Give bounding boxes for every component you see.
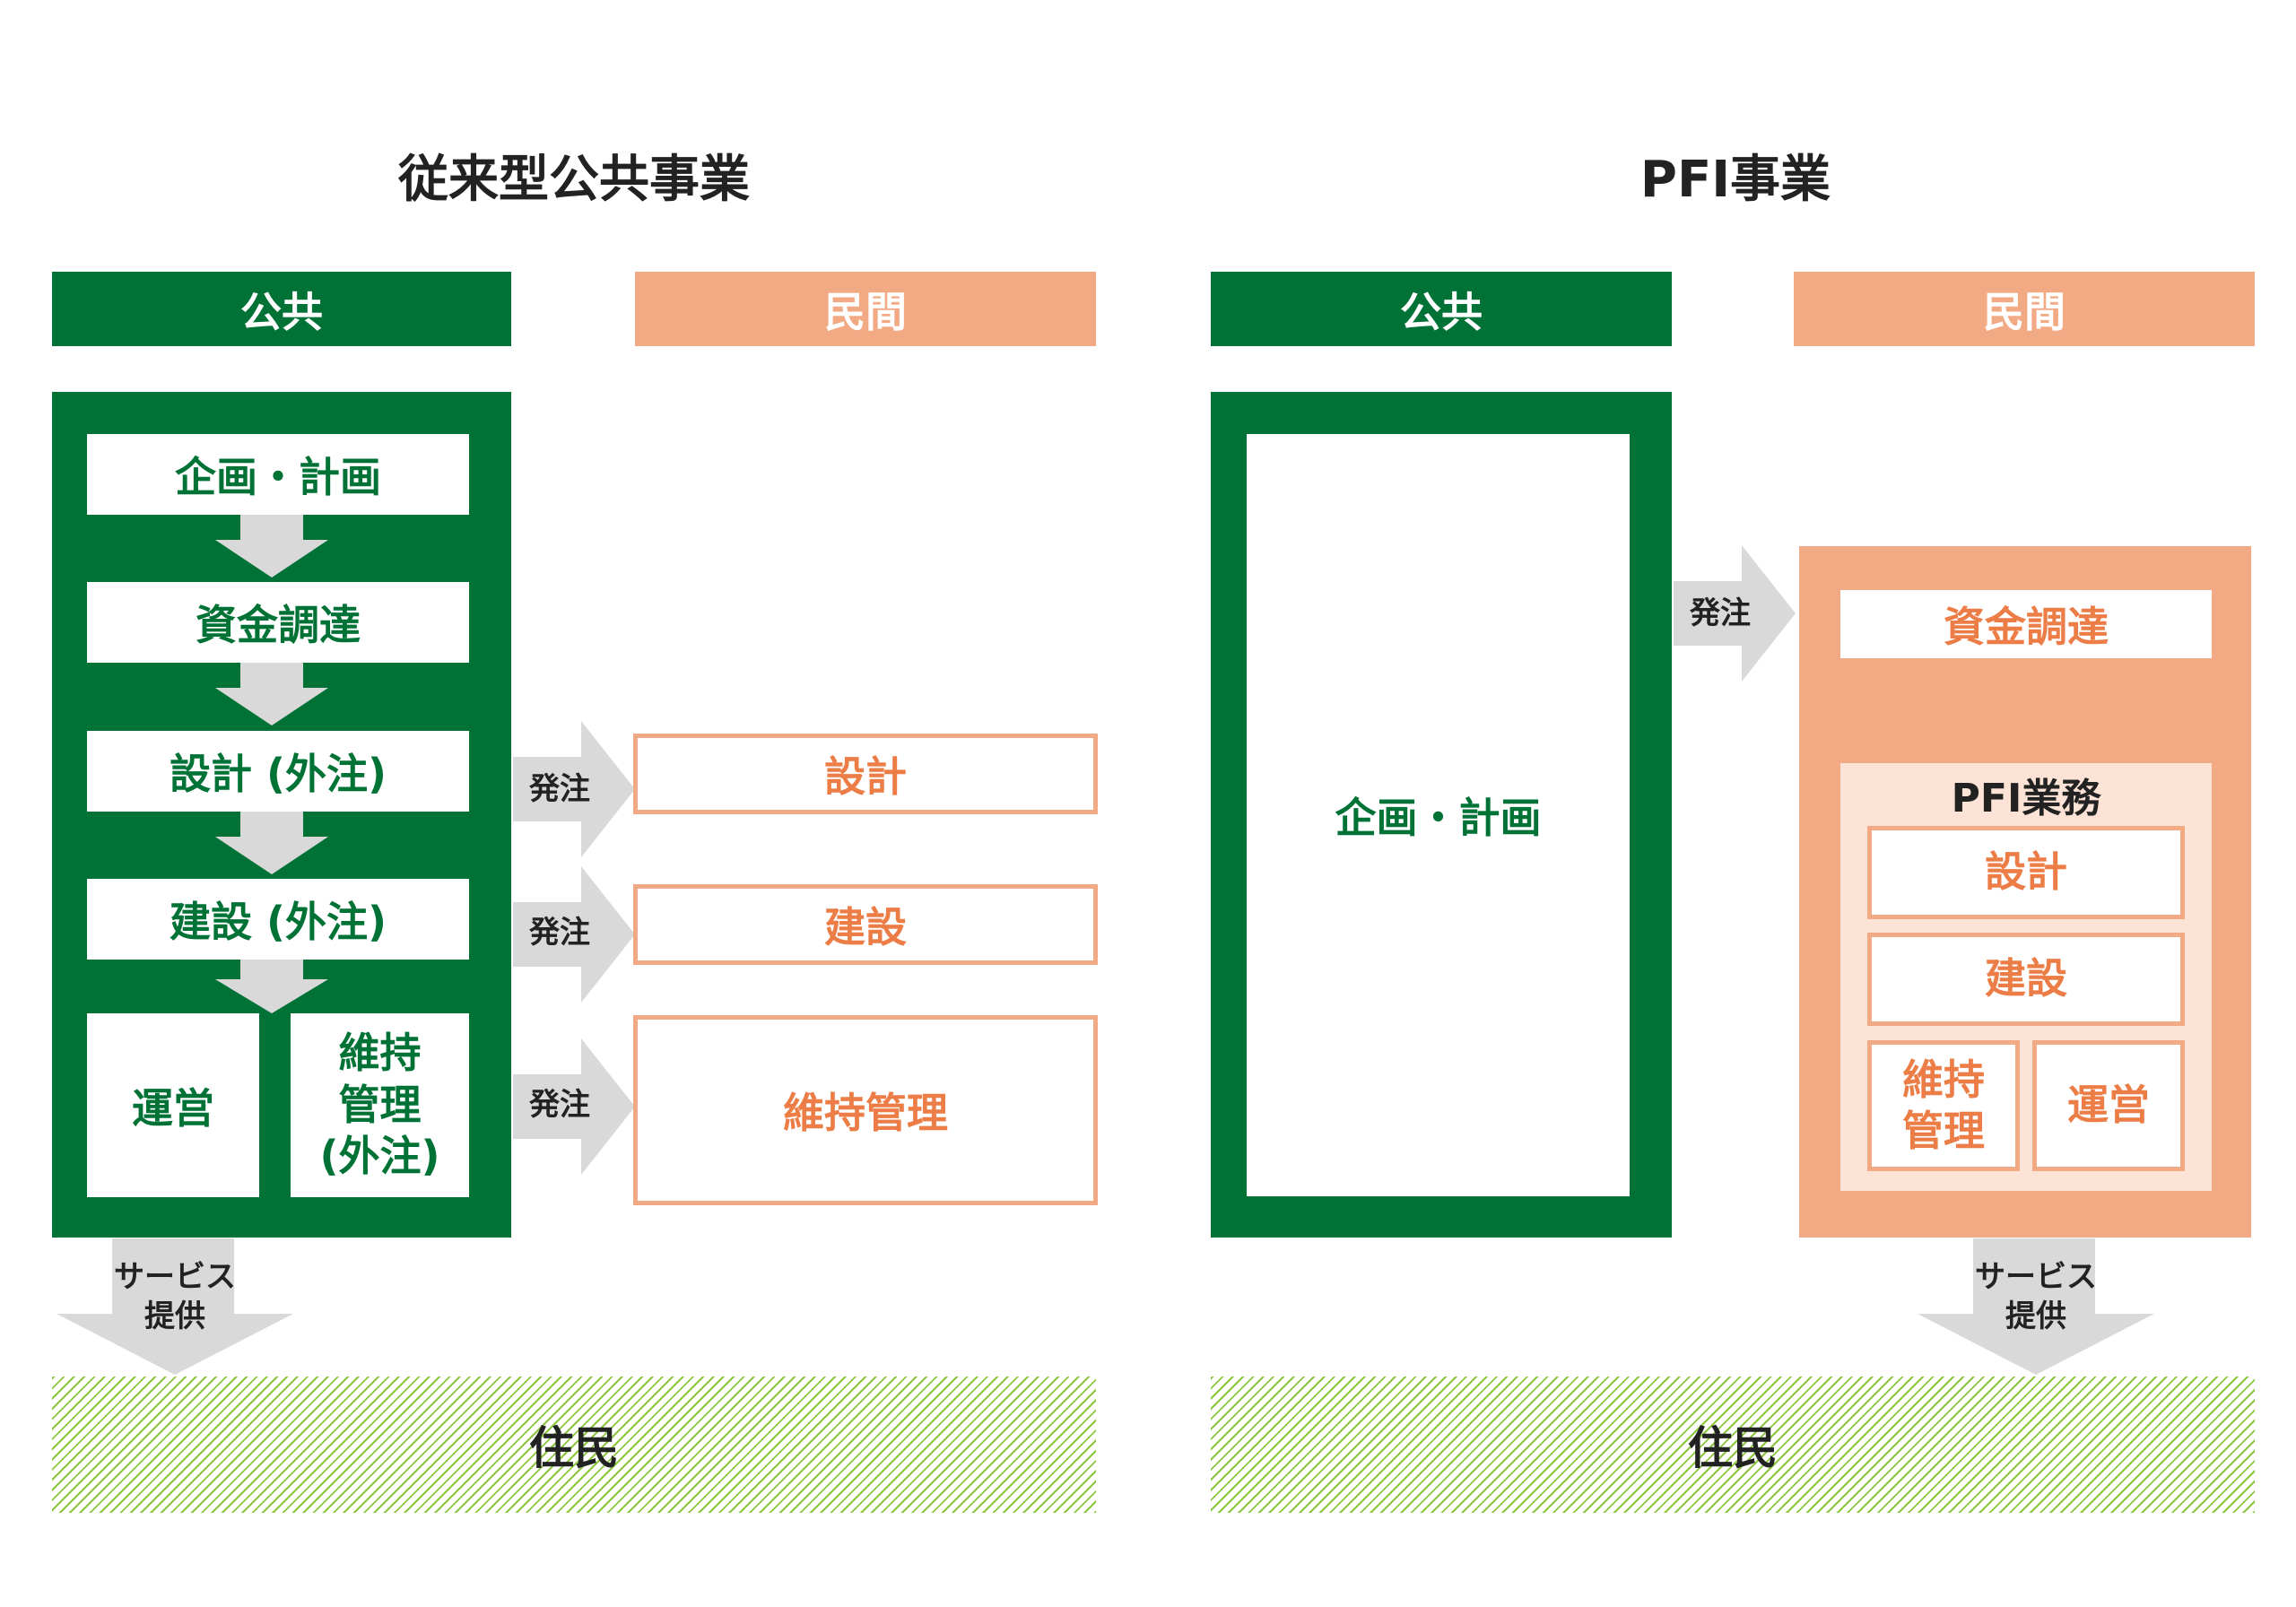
left-private-header: 民間 (635, 272, 1096, 346)
traditional-title: 従来型公共事業 (398, 150, 750, 209)
down-arrow-4 (215, 958, 328, 1013)
pfi-title: PFI事業 (1639, 150, 1831, 209)
order-arrow-construction (513, 866, 635, 1003)
pfi-work-title: PFI業務 (1951, 776, 2101, 821)
order-label-3: 発注 (529, 1086, 590, 1123)
step-operation: 運営 (87, 1013, 259, 1197)
down-arrow-2 (215, 661, 328, 725)
step-construction: 建設 (外注) (87, 879, 469, 960)
down-arrow-3 (215, 810, 328, 874)
down-arrow-1 (215, 513, 328, 578)
right-residents: 住民 (1211, 1377, 2255, 1513)
left-public-header: 公共 (52, 272, 511, 346)
right-service-arrow (1918, 1238, 2154, 1375)
pfi-order-arrow (1674, 545, 1796, 682)
pfi-financing: 資金調達 (1840, 590, 2212, 658)
step-design: 設計 (外注) (87, 731, 469, 812)
step-financing: 資金調達 (87, 582, 469, 663)
order-arrow-maintenance (513, 1038, 635, 1175)
private-construction-box: 建設 (633, 884, 1098, 965)
pfi-design: 設計 (1867, 826, 2185, 919)
pfi-construction: 建設 (1867, 933, 2185, 1026)
step-planning: 企画・計画 (87, 434, 469, 515)
order-label-1: 発注 (529, 770, 590, 807)
right-private-header: 民間 (1794, 272, 2255, 346)
private-maintenance-box: 維持管理 (633, 1015, 1098, 1205)
step-maintenance: 維持 管理 (外注) (291, 1013, 469, 1197)
right-service-label: サービス 提供 (1975, 1258, 2097, 1334)
order-arrow-design (513, 721, 635, 857)
order-label-2: 発注 (529, 914, 590, 951)
pfi-order-label: 発注 (1690, 595, 1751, 631)
left-residents: 住民 (52, 1377, 1096, 1513)
pfi-operation: 運営 (2032, 1040, 2185, 1171)
pfi-maintenance: 維持 管理 (1867, 1040, 2020, 1171)
left-service-label: サービス 提供 (114, 1258, 236, 1334)
right-public-header: 公共 (1211, 272, 1672, 346)
right-planning: 企画・計画 (1247, 434, 1630, 1196)
private-design-box: 設計 (633, 734, 1098, 814)
left-service-arrow (57, 1238, 293, 1375)
